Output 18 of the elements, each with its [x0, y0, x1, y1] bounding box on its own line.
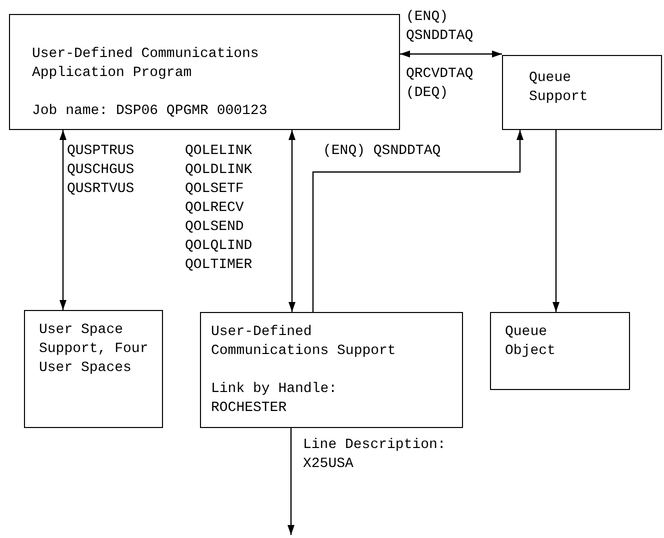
- box-title: User-Defined Communications Support: [211, 323, 397, 361]
- process-box: [9, 14, 400, 130]
- process-box: [200, 312, 463, 428]
- process-box: [24, 310, 163, 428]
- arrow: [552, 130, 560, 312]
- arrow: [288, 428, 294, 535]
- box-title: Queue Support: [529, 69, 589, 107]
- box-title: User Space Support, Four User Spaces: [39, 321, 149, 378]
- arrow: [312, 130, 524, 312]
- box-detail: Job name: DSP06 QPGMR 000123: [32, 102, 268, 121]
- arrow: [288, 130, 296, 312]
- arrow: [400, 50, 502, 58]
- arrow: [60, 130, 66, 310]
- box-title: Queue Object: [505, 323, 556, 361]
- box-title: User-Defined Communications Application Program: [32, 45, 260, 83]
- process-box: [502, 55, 662, 130]
- process-box: [490, 312, 630, 390]
- box-detail: Link by Handle: ROCHESTER: [211, 380, 338, 418]
